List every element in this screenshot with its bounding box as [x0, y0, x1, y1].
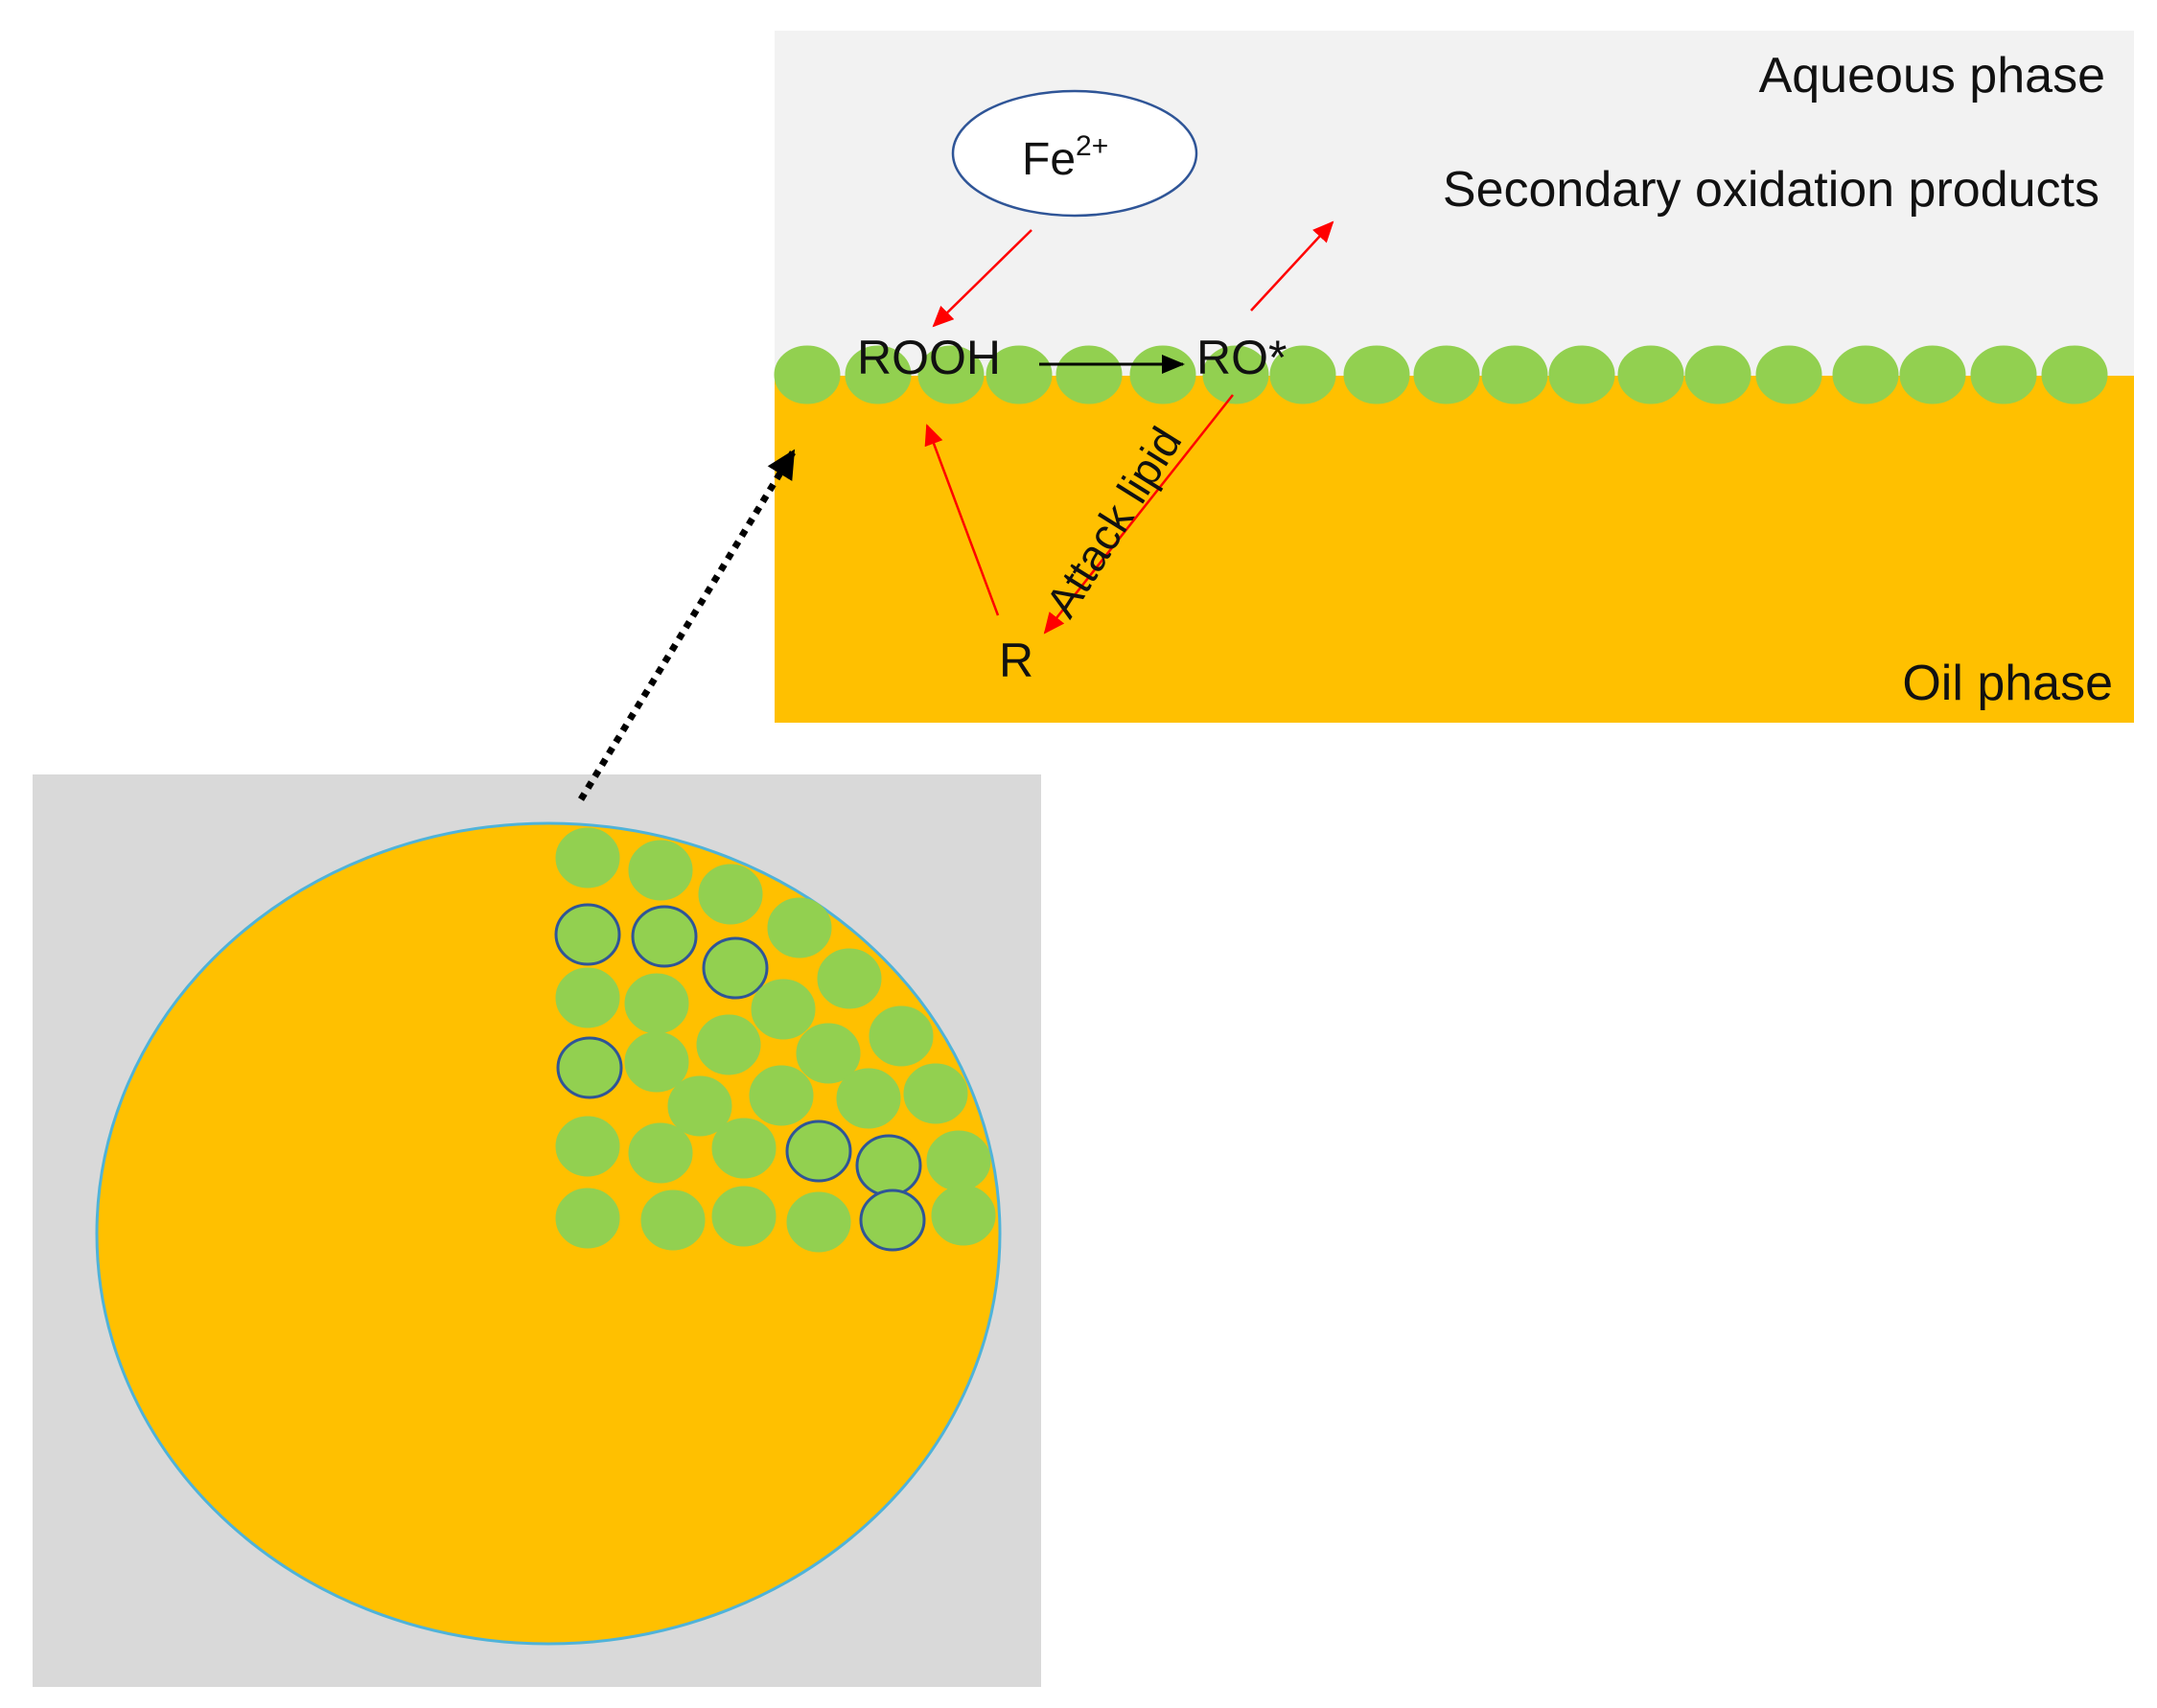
particle [926, 1130, 991, 1191]
particle [698, 864, 763, 925]
particle [628, 1122, 693, 1184]
particle [785, 1119, 852, 1183]
particle [1343, 345, 1410, 404]
particle [931, 1185, 996, 1246]
particle [767, 897, 832, 958]
particle [640, 1189, 706, 1251]
particle [628, 840, 693, 901]
oil-phase-region [775, 376, 2134, 723]
ro-to-secondary-arrow [1250, 220, 1334, 312]
fe-to-rooh-arrow [932, 229, 1032, 328]
oil-phase-label: Oil phase [1902, 656, 2113, 711]
particle [555, 827, 620, 889]
particle [859, 1189, 926, 1252]
particle [786, 1191, 851, 1253]
particle [1413, 345, 1480, 404]
fe-ion-label: Fe2+ [1022, 130, 1108, 185]
particle [903, 1063, 968, 1124]
particle [1755, 345, 1822, 404]
particle [917, 345, 985, 404]
particle [845, 345, 912, 404]
particle [751, 979, 816, 1040]
fe-ion-ellipse [951, 89, 1198, 218]
particle [1269, 345, 1336, 404]
particle [1899, 345, 1966, 404]
particle [986, 345, 1053, 404]
droplet-panel [33, 774, 1041, 1687]
particle [667, 1075, 732, 1137]
particle [1548, 345, 1615, 404]
particle [631, 905, 698, 968]
particle [855, 1134, 922, 1197]
particle [555, 1116, 620, 1177]
interface-panel [774, 31, 2134, 723]
particle [817, 948, 882, 1009]
ro-attack-lipid-arrow [1043, 394, 1234, 635]
particle [749, 1065, 814, 1126]
particle [1202, 345, 1269, 404]
particle [1481, 345, 1548, 404]
particle [555, 967, 620, 1028]
particle [554, 903, 621, 966]
particle [624, 1031, 689, 1093]
particle [711, 1118, 777, 1179]
particle [556, 1036, 623, 1099]
particle [624, 973, 689, 1034]
particle [1832, 345, 1899, 404]
particle [1617, 345, 1684, 404]
particle [696, 1014, 761, 1075]
particle [702, 936, 769, 1000]
droplet-particle-cluster [554, 827, 996, 1253]
particle [1055, 345, 1123, 404]
particle [555, 1188, 620, 1249]
particle [836, 1068, 901, 1129]
particle [2041, 345, 2108, 404]
ro-radical-label: RO* [1196, 331, 1287, 384]
secondary-products-label: Secondary oxidation products [1443, 162, 2099, 218]
particle [774, 345, 841, 404]
particle [796, 1023, 861, 1084]
particle [711, 1186, 777, 1247]
r-to-rooh-arrow [924, 424, 1000, 616]
particle [1129, 345, 1196, 404]
zoom-dotted-arrow [578, 449, 796, 801]
aqueous-phase-label: Aqueous phase [1759, 48, 2105, 104]
r-radical-label: R [999, 634, 1033, 687]
rooh-label: ROOH [857, 331, 1001, 384]
particle [1970, 345, 2037, 404]
particle [869, 1005, 934, 1067]
particle [1684, 345, 1751, 404]
